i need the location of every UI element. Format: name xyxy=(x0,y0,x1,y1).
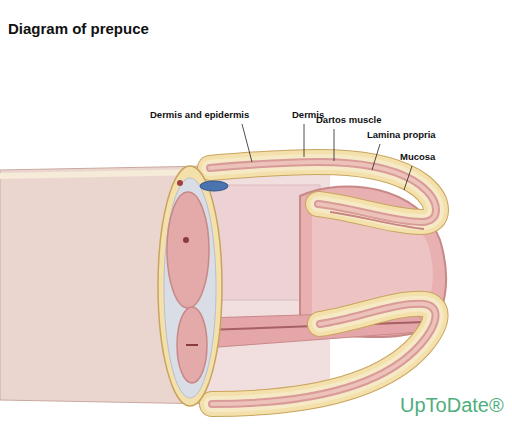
part-label: Lamina propria xyxy=(367,129,436,140)
cut-skin xyxy=(158,166,222,406)
part-label: Dermis and epidermis xyxy=(150,109,249,120)
dermis-epidermis xyxy=(212,304,436,404)
mucosa xyxy=(330,212,424,229)
dorsal-vein xyxy=(200,181,228,191)
dartos-muscle xyxy=(212,304,436,404)
watermark: UpToDate® xyxy=(400,394,504,417)
leader-line xyxy=(404,166,412,190)
cut-fascia xyxy=(164,178,216,398)
leader-line xyxy=(334,129,335,161)
shaft-skin xyxy=(0,166,214,404)
leader-line xyxy=(372,144,380,170)
lamina-propria xyxy=(212,304,436,404)
skin-outline xyxy=(212,304,436,404)
dorsal-prepuce xyxy=(210,162,436,222)
dermis-epidermis xyxy=(210,162,436,222)
dartos-muscle xyxy=(210,162,436,222)
cut-corpus-spongiosum xyxy=(177,307,207,383)
shaft-highlight xyxy=(0,172,205,176)
skin-outline xyxy=(210,162,436,222)
lamina-propria xyxy=(210,162,436,222)
part-label: Dartos muscle xyxy=(316,114,381,125)
leader-line xyxy=(304,124,305,157)
leader-line xyxy=(242,124,252,162)
dermis xyxy=(212,304,436,404)
deep-artery xyxy=(183,237,189,243)
part-label: Mucosa xyxy=(400,151,435,162)
dorsal-artery xyxy=(177,180,183,186)
cut-urethra xyxy=(186,344,198,346)
cut-corpus-cavernosum xyxy=(167,192,209,308)
dermis xyxy=(210,162,436,222)
ventral-prepuce xyxy=(212,304,436,404)
diagram-title: Diagram of prepuce xyxy=(8,20,149,37)
